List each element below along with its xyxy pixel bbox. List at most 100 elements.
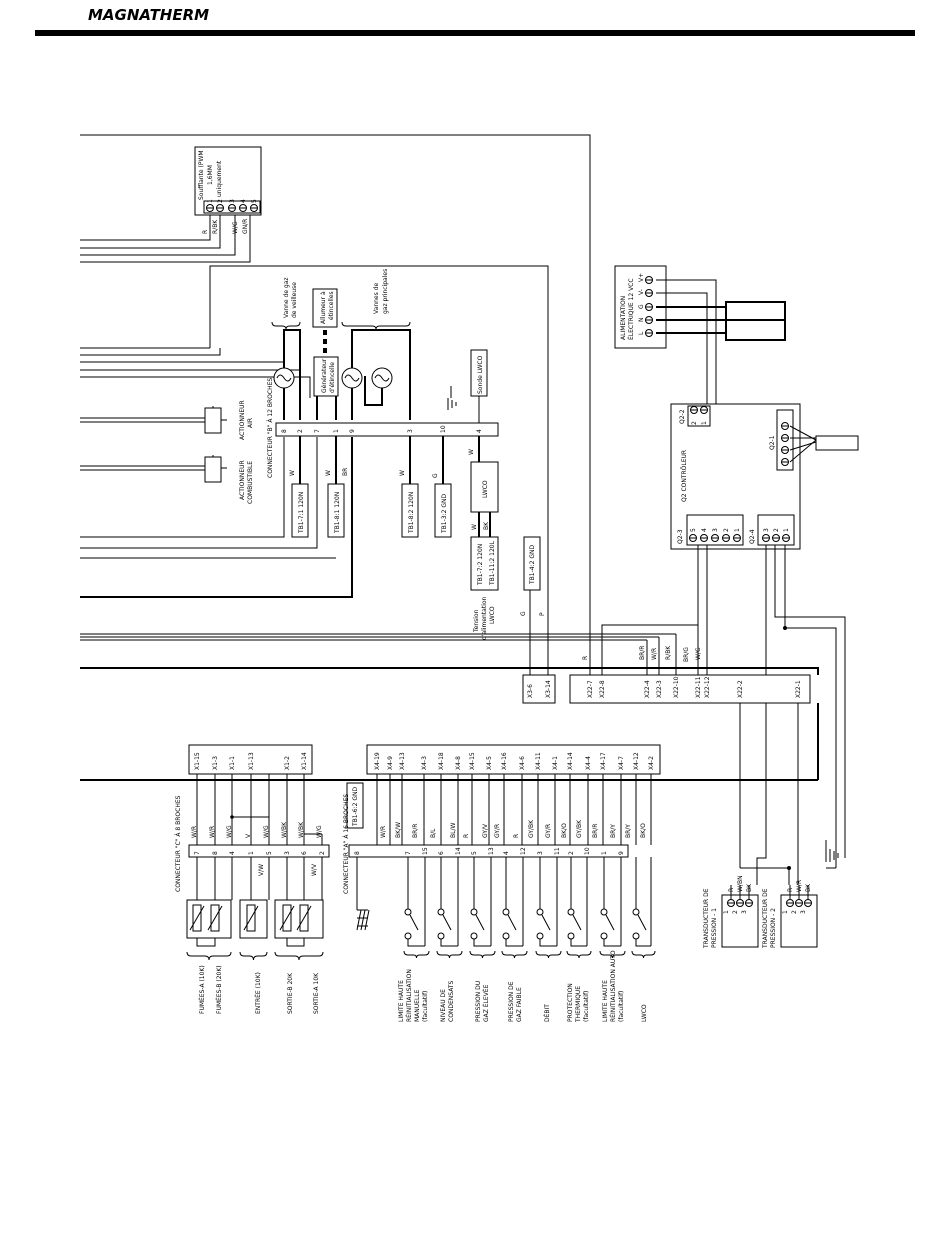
gas-train: Vanne de gaz de veilleuse Allumeur à éti… (271, 269, 488, 423)
transducer-pin-number: 1 (723, 910, 730, 914)
connector-a-pin: 8 (354, 851, 361, 855)
lwco-module: LWCO W BK TB1-7:2 120N TB1-11:2 120L TB1… (470, 461, 546, 675)
generator-label-2: d'étincelle (329, 362, 336, 393)
ground-symbol (447, 386, 457, 410)
bus-wire-r: R (582, 656, 589, 660)
lwco-probe-label: Sonde LWCO (477, 355, 484, 394)
connector-b-terminal: TB1-7:1 120N (298, 492, 305, 534)
connector-b-terminal-box (434, 483, 452, 538)
blower-pin-number: 4 (240, 199, 247, 203)
bus-wire-labels: BR/R W/R R/BK BR/G W/G R (582, 545, 702, 675)
switch-blade (409, 914, 419, 931)
connector-b-pin: 10 (440, 425, 447, 433)
switch-contact (567, 932, 575, 940)
spark-generator (313, 356, 339, 397)
connector-b-pin: 1 (333, 429, 340, 433)
x22-terminal-label: X22-8 (599, 680, 606, 698)
actuator-air-label-2: AIR (247, 418, 254, 428)
thermistor-arrow (279, 905, 295, 931)
lwco-wire-bk: BK (483, 521, 490, 530)
connector-a-pin: 15 (422, 847, 429, 855)
sensor-label: ENTRÉE (10K) (254, 972, 262, 1014)
connector-a-pin: 2 (568, 851, 575, 855)
controller-q24-pin-number: 3 (763, 528, 770, 532)
connector-c-pin: 3 (284, 851, 291, 855)
switch-label: (facultatif) (618, 991, 625, 1022)
x1-terminal-label: X1-1 (229, 756, 236, 770)
x4-terminal-label: X4-1 (552, 756, 559, 770)
x1-terminal-label: X1-14 (301, 752, 308, 770)
controller-q23-pin-number: 5 (690, 528, 697, 532)
connector-c-junction (230, 815, 234, 819)
switch-contact (536, 932, 544, 940)
connector-b-terminal: TB1-8:1 120N (334, 492, 341, 534)
switch-contact (600, 932, 608, 940)
connector-c-wire-label: W/G (263, 825, 270, 838)
x4-terminal-label: X4-5 (486, 756, 493, 770)
x4-terminal-label: X4-4 (585, 756, 592, 770)
pilot-valve-label-1: Vanne de gaz (283, 277, 290, 318)
main-valves-label-2: gaz principales (382, 269, 389, 314)
connector-b-pin: 9 (349, 429, 356, 433)
switch-label: RÉINITIALISATION (405, 969, 413, 1022)
connector-a-wire-label: B/L (430, 828, 437, 838)
lwco-wire-w: W (471, 524, 478, 530)
controller-q23-pin-number: 2 (723, 528, 730, 532)
connector-a-pin: 4 (503, 851, 510, 855)
switch-return (505, 939, 523, 947)
lwco-gnd-terminal (523, 536, 541, 591)
switch-label: PRESSION DE (508, 981, 515, 1022)
connector-c-wire-label: W/G (226, 825, 233, 838)
switch-contact (502, 932, 510, 940)
lwco-supply-2: d'alimentation (481, 596, 488, 640)
connector-a-wire-label: BR/Y (610, 824, 617, 838)
connector-a-wire-label: GY/R (545, 824, 552, 838)
connector-c-wire-bottom-label: W/V (311, 863, 318, 876)
connector-b-title: CONNECTEUR "B" À 12 BROCHES (267, 378, 274, 478)
connector-c-wire-label: W/BK (298, 821, 305, 838)
blower-label-1: Soufflante (PWM (198, 150, 205, 200)
connector-c-wire-label: W/BK (281, 821, 288, 838)
switch-contact (404, 932, 412, 940)
connector-c-pin: 4 (229, 851, 236, 855)
controller-q23-pin-number: 1 (734, 528, 741, 532)
sensor-brace (239, 951, 268, 961)
lwco-terminal-2: TB1-11:2 120L (489, 540, 496, 586)
switch-label: LIMITE HAUTE (602, 980, 609, 1022)
thermistor-common (196, 938, 216, 947)
connector-a-pin: 3 (537, 851, 544, 855)
connector-b-pin: 3 (407, 429, 414, 433)
connector-a-wire-label: BL/W (450, 823, 457, 838)
connector-b-wire: G (432, 473, 439, 478)
connector-a-wire-label: BK/W (395, 822, 402, 838)
transducers: TRANSDUCTEUR DE PRESSION - 1 TRANSDUCTEU… (703, 840, 839, 949)
x22-terminal-label: X22-4 (644, 680, 651, 698)
connector-c-jumper (232, 816, 270, 845)
thermistor-common (286, 938, 305, 947)
switch-label: DÉBIT (543, 1004, 551, 1022)
controller-q24-pin-number: 2 (773, 528, 780, 532)
connector-b-wire: BR (342, 468, 349, 476)
switch-brace (501, 950, 528, 959)
blower-wire-4: GN/R (242, 219, 249, 234)
x22-terminal-label: X22-12 (704, 676, 711, 698)
x4-terminal-label: X4-12 (633, 752, 640, 770)
lwco-terminal-box (470, 536, 499, 591)
x4-terminal-label: X4-14 (567, 752, 574, 770)
connector-a-pin: 12 (520, 847, 527, 855)
connector-a-title: CONNECTEUR "A" À 16 BROCHES (343, 794, 350, 894)
bus-lines (80, 134, 819, 781)
connector-a-pin: 5 (471, 851, 478, 855)
switch-contact (567, 908, 575, 916)
connector-a-pin: 1 (601, 851, 608, 855)
switch-brace (566, 950, 592, 959)
switch-contact (502, 908, 510, 916)
pilot-valve-label-2: de veilleuse (291, 282, 298, 318)
switch-return (440, 939, 458, 947)
connector-b-pin: 7 (314, 429, 321, 433)
lwco-supply-3: LWCO (489, 606, 496, 624)
connector-a-wire-label: R (463, 834, 470, 838)
bus-wire-br-g: BR/G (683, 647, 690, 662)
switch-return (539, 939, 557, 947)
connector-c-wire-label: V (245, 833, 252, 838)
